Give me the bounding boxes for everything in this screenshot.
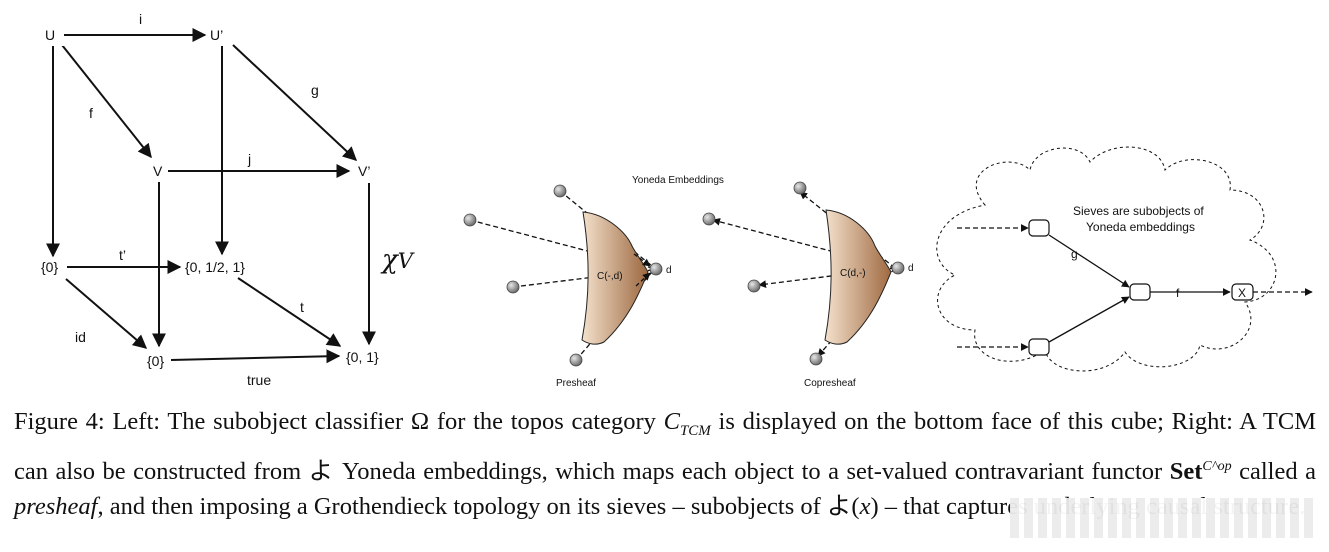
sieve-box-center <box>1129 283 1151 301</box>
figure-4: U U’ V V’ {0} {0, 1/2, 1} {0} {0, 1} i f… <box>40 11 1313 389</box>
presheaf-caption: Presheaf <box>556 378 596 389</box>
arrow-label-f: f <box>89 105 93 121</box>
figure-caption: Figure 4: Left: The subobject classifier… <box>14 408 1316 521</box>
cube-diagram <box>46 28 376 364</box>
copresheaf-shape <box>824 209 892 345</box>
sieve-label-g: g <box>1071 247 1078 261</box>
sieve-box-x <box>1231 283 1254 301</box>
arrow-label-t-prime: t’ <box>119 247 126 263</box>
sieve-label-x: X <box>1238 286 1246 300</box>
copresheaf-caption: Copresheaf <box>804 378 856 389</box>
arrow-id <box>65 278 148 349</box>
copresheaf-node-d <box>891 261 905 275</box>
copresheaf-node-mid <box>747 279 761 293</box>
node-zero-bottom: {0} <box>147 353 164 369</box>
yoneda-title: Yoneda Embeddings <box>632 175 724 186</box>
arrow-t <box>237 277 342 347</box>
sieve-cloud <box>936 146 1277 372</box>
arrow-label-g: g <box>311 82 319 98</box>
presheaf-shape-label: C(-,d) <box>597 271 623 282</box>
arrow-label-t: t <box>300 299 304 315</box>
cube-labels: U U’ V V’ {0} {0, 1/2, 1} {0} {0, 1} i f… <box>40 11 415 388</box>
presheaf-node-left <box>463 213 477 227</box>
sieve-diagram: Sieves are subobjects of Yoneda embeddin… <box>936 146 1313 372</box>
arrow-label-i: i <box>139 11 142 27</box>
copresheaf-node-top <box>793 181 807 195</box>
presheaf-node-mid <box>506 280 520 294</box>
arrow-label-id: id <box>75 329 86 345</box>
node-zero-half-one: {0, 1/2, 1} <box>185 259 245 275</box>
node-u: U <box>45 27 55 43</box>
node-zero-top: {0} <box>41 259 58 275</box>
chi-v-label: χV <box>380 245 415 275</box>
node-v: V <box>153 163 163 179</box>
arrow-true <box>170 349 341 364</box>
sieve-arrow-lower <box>1048 296 1130 343</box>
sieve-label-f: f <box>1176 286 1180 300</box>
arrow-g <box>232 44 358 161</box>
node-zero-one: {0, 1} <box>346 349 379 365</box>
copresheaf-d-label: d <box>908 263 914 274</box>
watermark-overlay <box>1010 498 1316 538</box>
presheaf-d-label: d <box>666 265 672 276</box>
sieve-box-bottom <box>1028 338 1050 356</box>
sieve-title-line2: Yoneda embeddings <box>1086 220 1195 234</box>
arrow-label-true: true <box>247 372 271 388</box>
presheaf-node-bottom <box>569 353 583 367</box>
presheaf-node-d <box>649 262 663 276</box>
node-u-prime: U’ <box>210 27 223 43</box>
copresheaf-diagram: C(d,-) d Copresheaf <box>702 181 914 389</box>
sieve-arrow-g <box>1048 234 1130 288</box>
arrow-label-j: j <box>247 151 251 167</box>
arrow-f <box>61 44 152 159</box>
sieve-title-line1: Sieves are subobjects of <box>1073 204 1204 218</box>
presheaf-node-top <box>553 184 567 198</box>
presheaf-diagram: C(-,d) d Presheaf <box>463 184 672 389</box>
copresheaf-shape-label: C(d,-) <box>840 268 866 279</box>
node-v-prime: V’ <box>358 163 370 179</box>
copresheaf-node-left <box>702 212 716 226</box>
copresheaf-node-bottom <box>809 352 823 366</box>
sieve-box-top <box>1028 219 1050 237</box>
presheaf-shape <box>581 211 649 345</box>
